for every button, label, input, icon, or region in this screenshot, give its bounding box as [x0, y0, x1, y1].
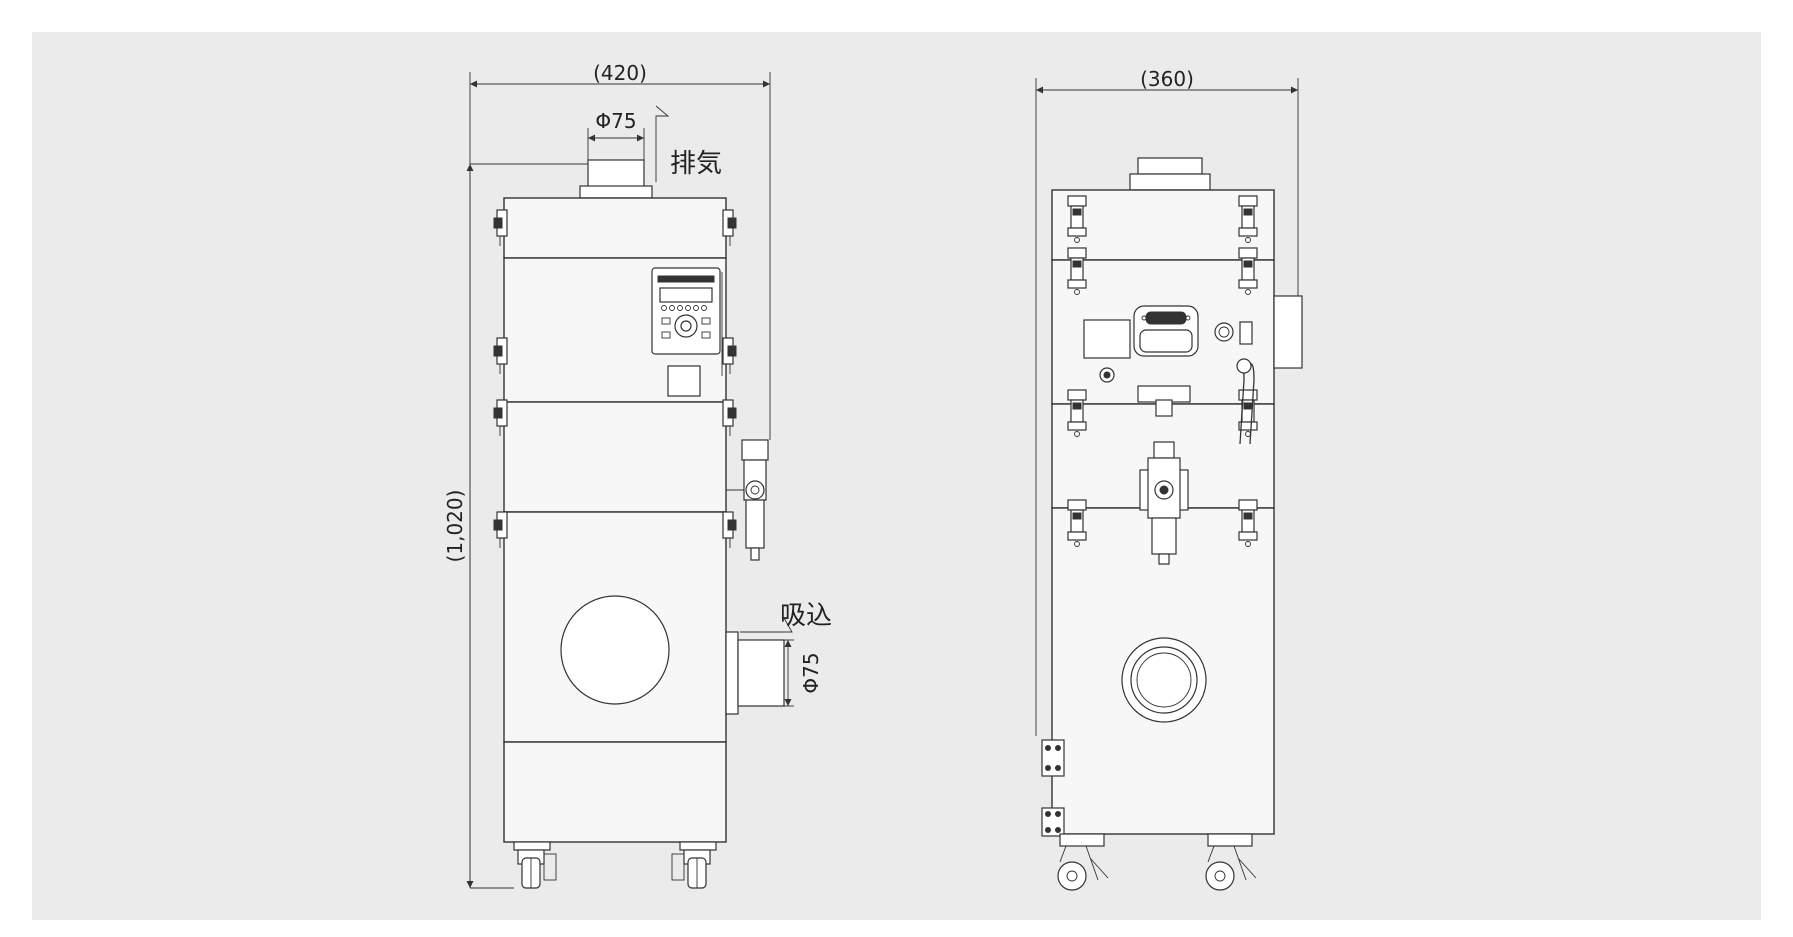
front-width-label: (420)	[593, 61, 647, 85]
side-top-duct	[1137, 157, 1203, 175]
air-regulator	[726, 439, 769, 561]
side-nameplate	[1083, 319, 1131, 359]
intake-duct	[725, 631, 739, 715]
side-caster-right	[1205, 833, 1257, 891]
side-top-lid	[1051, 189, 1275, 261]
side-handle	[1133, 305, 1199, 357]
caster-left	[513, 841, 557, 889]
background-panel	[32, 32, 1761, 920]
caster-right	[671, 841, 717, 889]
side-hinges	[1041, 739, 1065, 837]
front-height-label: (1,020)	[443, 490, 467, 563]
control-panel	[651, 267, 723, 376]
side-width-label: (360)	[1140, 67, 1194, 91]
side-view: (360)	[1035, 67, 1303, 891]
side-caster-left	[1057, 833, 1109, 891]
bottom-drawer	[503, 741, 727, 843]
side-round-inlet	[1121, 637, 1207, 723]
side-gauge	[1214, 322, 1234, 342]
middle-body	[503, 401, 727, 513]
top-lid	[503, 197, 727, 259]
exhaust-duct	[587, 159, 645, 191]
front-view: (420) (1,020) Φ75 排気 吸込 Φ75	[443, 61, 832, 889]
intake-diameter-label: Φ75	[799, 652, 823, 693]
exhaust-label: 排気	[670, 149, 722, 179]
side-air-regulator	[1139, 441, 1189, 565]
label-plate	[667, 365, 701, 397]
inspection-window	[560, 595, 670, 705]
side-intake-bump	[1273, 295, 1303, 369]
side-switch	[1239, 321, 1253, 345]
intake-label: 吸込	[780, 601, 832, 631]
exhaust-diameter-label: Φ75	[595, 109, 636, 133]
